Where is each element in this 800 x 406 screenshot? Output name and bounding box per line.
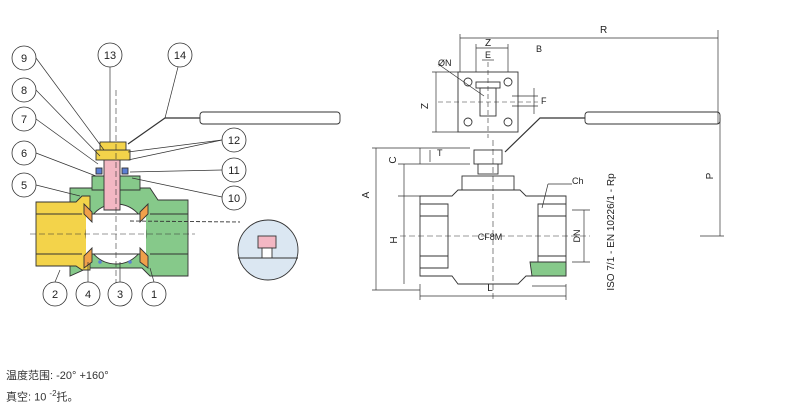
seat-lower-left <box>83 246 93 269</box>
callout-12: 12 <box>221 127 247 153</box>
callout-leaders <box>35 57 223 283</box>
svg-text:2: 2 <box>52 289 58 301</box>
callout-4: 4 <box>75 281 101 307</box>
dim-F: F <box>541 96 547 106</box>
sectional-view <box>30 90 341 290</box>
callout-5: 5 <box>11 172 37 198</box>
callout-11: 11 <box>221 157 247 183</box>
svg-text:14: 14 <box>174 50 186 62</box>
callout-14: 14 <box>167 42 193 68</box>
handle-grip <box>199 111 341 125</box>
dimension-labels: R Z E B ØN Z F C T A H L P DN Ch CF8M IS… <box>361 25 716 294</box>
dim-Ch: Ch <box>572 176 584 186</box>
svg-text:4: 4 <box>85 289 91 301</box>
dimension-view <box>400 62 721 300</box>
dim-P: P <box>705 172 716 179</box>
svg-text:11: 11 <box>228 165 239 177</box>
svg-text:5: 5 <box>21 180 27 192</box>
svg-text:7: 7 <box>21 114 27 126</box>
dimension-lines <box>372 30 724 300</box>
dim-C: C <box>388 156 399 163</box>
callout-8: 8 <box>11 77 37 103</box>
svg-text:9: 9 <box>21 53 27 65</box>
callout-3: 3 <box>107 281 133 307</box>
callout-9: 9 <box>11 45 37 71</box>
dim-Z: Z <box>485 38 491 49</box>
material-label: CF8M <box>478 232 503 242</box>
dim-R: R <box>600 25 607 36</box>
callout-1: 1 <box>141 281 167 307</box>
seat-lower-right <box>139 246 149 269</box>
spec-notes: 温度范围: -20° +160° 真空: 10 -2托。 <box>6 368 109 406</box>
vacuum-text: 真空: 10 -2托。 <box>6 389 79 404</box>
svg-text:1: 1 <box>151 289 157 301</box>
callouts: 9 8 7 6 5 2 4 3 1 13 14 12 11 10 <box>11 42 247 307</box>
stem <box>103 157 121 211</box>
svg-text:10: 10 <box>228 193 240 205</box>
dim-L: L <box>487 283 493 294</box>
callout-10: 10 <box>221 185 247 211</box>
gland-nut <box>95 149 131 161</box>
dim-T: T <box>437 148 443 158</box>
dim-Z-side: Z <box>420 103 431 109</box>
callout-13: 13 <box>97 42 123 68</box>
dim-E: E <box>485 50 491 60</box>
svg-text:8: 8 <box>21 85 27 97</box>
dim-A: A <box>361 191 372 198</box>
svg-text:12: 12 <box>228 135 240 147</box>
standard-label: ISO 7/1 - EN 10226/1 - Rp <box>606 173 617 291</box>
callout-7: 7 <box>11 106 37 132</box>
dim-H: H <box>389 236 400 243</box>
callout-6: 6 <box>11 140 37 166</box>
callout-2: 2 <box>42 281 68 307</box>
dim-ON: ØN <box>438 58 452 68</box>
dim-B: B <box>536 44 542 54</box>
svg-text:6: 6 <box>21 148 27 160</box>
temp-range-text: 温度范围: -20° +160° <box>6 370 109 382</box>
end-connector <box>35 195 91 271</box>
seat-upper-right <box>139 202 149 224</box>
seat-upper-left <box>83 202 93 224</box>
dim-DN: DN <box>572 230 582 243</box>
svg-text:13: 13 <box>104 50 116 62</box>
svg-text:3: 3 <box>117 289 123 301</box>
